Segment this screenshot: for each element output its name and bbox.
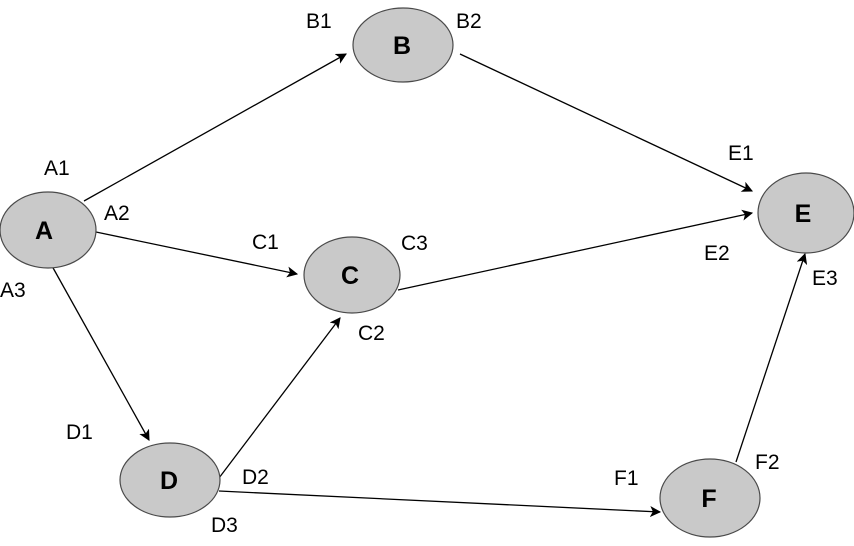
- node-a-shape: [0, 191, 97, 269]
- port-label-d2: D2: [242, 466, 269, 489]
- port-label-c3: C3: [401, 232, 428, 255]
- node-d-shape: [119, 442, 221, 518]
- node-f-label: F: [701, 485, 716, 513]
- port-label-d3: D3: [211, 514, 238, 537]
- node-d: D: [119, 442, 221, 518]
- port-label-a1: A1: [44, 157, 70, 180]
- port-label-a3: A3: [0, 279, 26, 302]
- node-b: B: [352, 7, 454, 83]
- edge-b-to-e: [459, 53, 753, 192]
- node-a: A: [0, 191, 97, 269]
- node-e: E: [757, 172, 854, 254]
- node-e-label: E: [795, 200, 812, 228]
- port-label-a2: A2: [104, 202, 130, 225]
- node-c-label: C: [341, 262, 359, 290]
- node-e-shape: [757, 172, 854, 254]
- port-labels: A1 A2 A3 B1 B2 C1 C2 C3 D1 D2 D3 E1 E2 E…: [0, 10, 838, 537]
- node-f-shape: [659, 458, 761, 538]
- edge-f-to-e: [735, 252, 808, 463]
- edges: [51, 53, 808, 518]
- node-b-shape: [352, 7, 454, 83]
- node-b-label: B: [393, 32, 411, 60]
- port-label-e2: E2: [704, 242, 730, 265]
- edge-a-to-d: [51, 265, 150, 441]
- port-label-c2: C2: [358, 322, 385, 345]
- port-label-c1: C1: [252, 231, 279, 254]
- node-f: F: [659, 458, 761, 538]
- edge-d-to-f: [218, 490, 662, 518]
- port-label-b1: B1: [306, 10, 332, 33]
- node-c-shape: [303, 236, 401, 314]
- node-c: C: [303, 236, 401, 314]
- port-label-b2: B2: [456, 10, 482, 33]
- edge-a-to-c: [95, 231, 299, 278]
- port-label-f2: F2: [755, 451, 780, 474]
- node-d-label: D: [160, 467, 178, 495]
- port-label-e3: E3: [812, 267, 838, 290]
- edge-d-to-c: [218, 317, 341, 479]
- port-label-d1: D1: [66, 421, 93, 444]
- node-a-label: A: [35, 217, 53, 245]
- edge-c-to-e: [397, 209, 754, 291]
- port-label-e1: E1: [728, 142, 754, 165]
- port-label-f1: F1: [614, 467, 639, 490]
- edge-a-to-b: [83, 53, 347, 202]
